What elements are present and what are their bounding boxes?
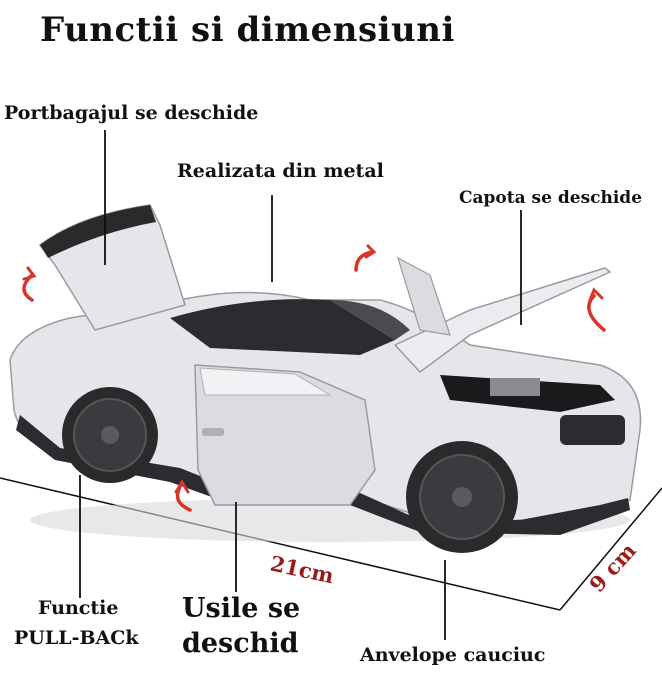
trunk-label: Portbagajul se deschide <box>4 102 259 124</box>
pullback-label-line2: PULL-BACk <box>14 627 139 649</box>
metal-label: Realizata din metal <box>177 160 384 182</box>
page-title: Functii si dimensiuni <box>40 10 455 50</box>
pullback-label-line1: Functie <box>38 597 119 619</box>
hood-arrow-icon <box>587 294 606 332</box>
front-wheel <box>406 441 518 553</box>
car-body <box>9 204 642 542</box>
doors-label-line1: Usile se <box>182 593 301 624</box>
length-dimension-line <box>0 477 561 611</box>
leader-lines <box>79 130 522 640</box>
hood-label: Capota se deschide <box>459 188 643 208</box>
width-dimension-line <box>559 487 662 611</box>
rotation-arrows <box>22 244 606 512</box>
rear-wheel <box>62 387 158 483</box>
doors-label-line2: deschid <box>182 628 299 659</box>
door-arrow-icon <box>354 250 374 272</box>
tires-label: Anvelope cauciuc <box>360 644 546 666</box>
